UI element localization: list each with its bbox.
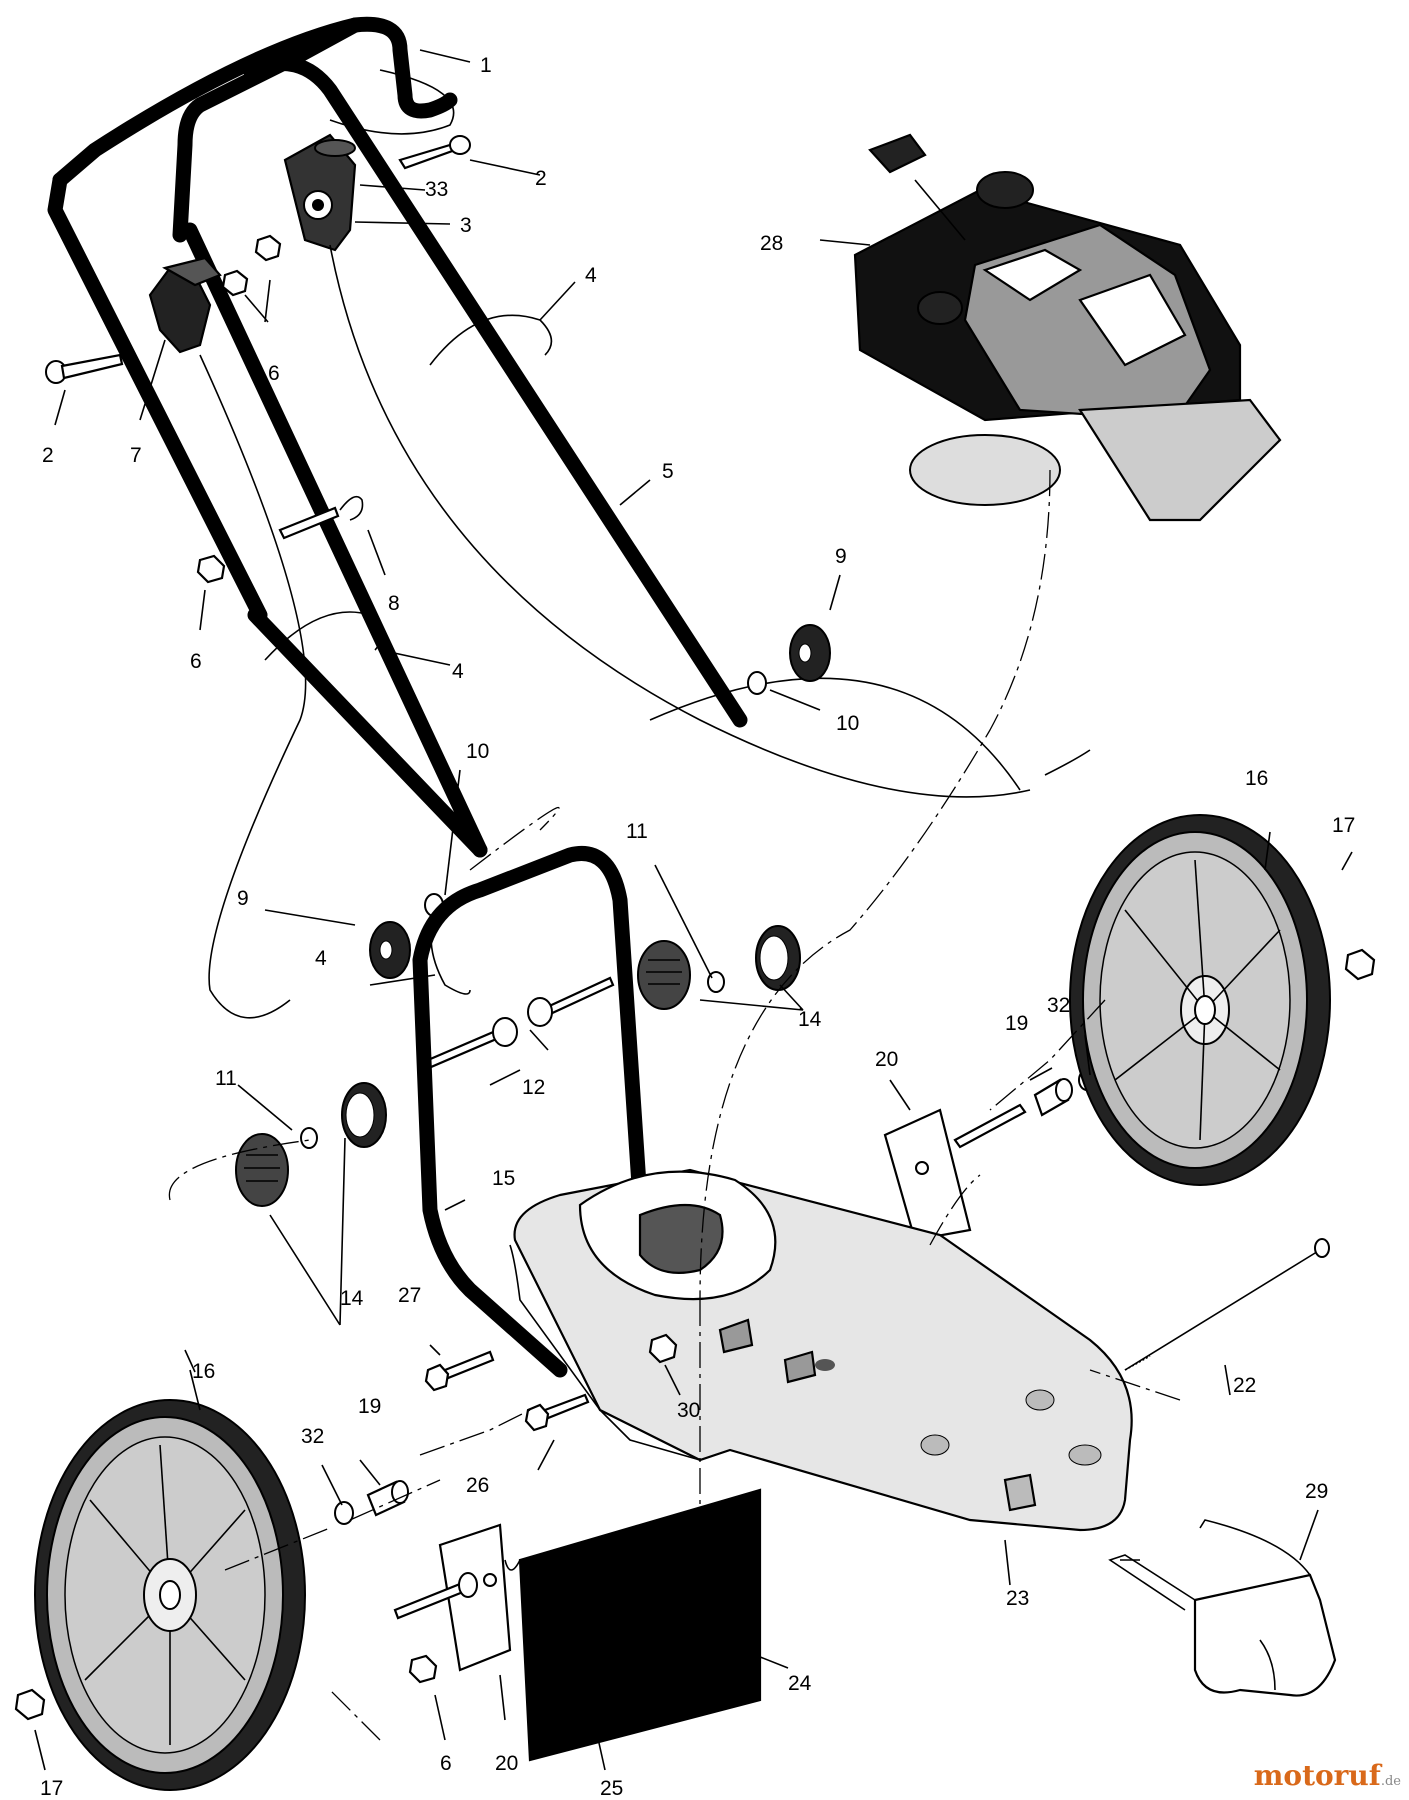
watermark: motoruf.de [1254, 1759, 1401, 1792]
screw-left [45, 353, 124, 384]
alignment-lines [168, 469, 1181, 1741]
callout-19-right: 19 [1005, 1012, 1028, 1035]
eye-bolt [278, 495, 364, 540]
callout-11-upper: 11 [626, 820, 648, 843]
screw-upper [398, 135, 471, 170]
nut-mid [196, 554, 226, 584]
callout-16-right: 16 [1245, 767, 1268, 790]
callout-20-right: 20 [875, 1048, 898, 1071]
washer-11-lower [300, 1127, 318, 1149]
spacer-right [1033, 1078, 1073, 1117]
callout-24: 24 [788, 1672, 812, 1695]
axle-bracket-right [883, 1103, 1027, 1242]
callout-9-upper: 9 [835, 545, 847, 568]
washer-10-upper [747, 671, 767, 695]
callout-28: 28 [760, 232, 783, 255]
cables [199, 244, 1091, 1019]
callout-4-lower: 4 [315, 947, 327, 970]
callout-19-left: 19 [358, 1395, 381, 1418]
knob-upper [789, 624, 831, 682]
callout-26: 26 [466, 1474, 489, 1497]
axle-bracket-left [393, 1523, 512, 1672]
callout-32-right: 32 [1047, 994, 1070, 1017]
wheel-nut-left [14, 1688, 46, 1721]
spacer-left [366, 1480, 409, 1517]
callout-6-lower: 6 [440, 1752, 452, 1775]
callout-20-left: 20 [495, 1752, 518, 1775]
callout-27: 27 [398, 1284, 421, 1307]
deck [509, 1168, 1133, 1532]
callout-32-left: 32 [301, 1425, 324, 1448]
callouts: 1 2 2 33 3 28 4 4 4 6 6 6 7 5 8 9 9 10 1… [40, 54, 1355, 1800]
callout-30: 30 [677, 1399, 700, 1422]
callout-6-upper: 6 [268, 362, 280, 385]
lower-handle-frame [412, 846, 648, 1378]
callout-7: 7 [130, 444, 142, 467]
callout-8: 8 [388, 592, 400, 615]
control-bracket [283, 133, 357, 252]
knob-lower [369, 921, 411, 979]
callout-5: 5 [662, 460, 674, 483]
screw-26 [524, 1393, 590, 1432]
nut-30 [648, 1333, 678, 1364]
carriage-bolt-lower [426, 1017, 518, 1069]
nut-upper-a [254, 234, 282, 262]
callout-29: 29 [1305, 1480, 1328, 1503]
callout-12: 12 [522, 1076, 545, 1099]
callout-2-left: 2 [42, 444, 54, 467]
nut-lower [408, 1654, 438, 1684]
callout-14-upper: 14 [798, 1008, 822, 1031]
callout-3: 3 [460, 214, 472, 237]
cable-clip-mid [264, 611, 380, 661]
cable-clip-upper [429, 314, 553, 366]
wheel-right [1069, 814, 1331, 1186]
callout-15: 15 [492, 1167, 515, 1190]
callout-17-right: 17 [1332, 814, 1355, 837]
leader-lines [34, 49, 1353, 1771]
height-adjuster-lower-cup [235, 1133, 289, 1207]
callout-6-mid: 6 [190, 650, 202, 673]
height-adjuster-lower-gear [341, 1082, 387, 1148]
callout-14-lower: 14 [340, 1287, 364, 1310]
height-adjuster-upper-cup [637, 940, 691, 1010]
callout-1: 1 [480, 54, 492, 77]
height-adjuster-upper-gear [755, 925, 801, 991]
callout-10-lower: 10 [466, 740, 489, 763]
callout-23: 23 [1006, 1587, 1029, 1610]
callout-25: 25 [600, 1777, 623, 1800]
debris-guard [504, 1488, 762, 1762]
callout-16-left: 16 [192, 1360, 215, 1383]
watermark-suffix: .de [1380, 1774, 1401, 1789]
safety-glasses [1108, 1519, 1337, 1697]
callout-4-upper: 4 [585, 264, 597, 287]
long-bolt [1124, 1238, 1330, 1371]
throttle-control [148, 256, 222, 354]
callout-2-upper: 2 [535, 167, 547, 190]
callout-9-lower: 9 [237, 887, 249, 910]
callout-22: 22 [1233, 1374, 1256, 1397]
wheel-left [34, 1399, 306, 1791]
callout-4-mid: 4 [452, 660, 464, 683]
screw-27 [424, 1350, 495, 1392]
washer-32-left [334, 1501, 354, 1525]
callout-10-upper: 10 [836, 712, 859, 735]
carriage-bolt-upper [527, 976, 615, 1027]
watermark-brand: motoruf [1253, 1759, 1381, 1792]
upper-handle [47, 16, 458, 623]
wheel-nut-right [1344, 948, 1376, 981]
nut-upper-b [221, 269, 249, 297]
callout-17-left: 17 [40, 1777, 63, 1800]
callout-11-lower: 11 [215, 1067, 237, 1090]
engine [853, 133, 1282, 522]
lower-handle [182, 55, 748, 858]
callout-33: 33 [425, 178, 448, 201]
